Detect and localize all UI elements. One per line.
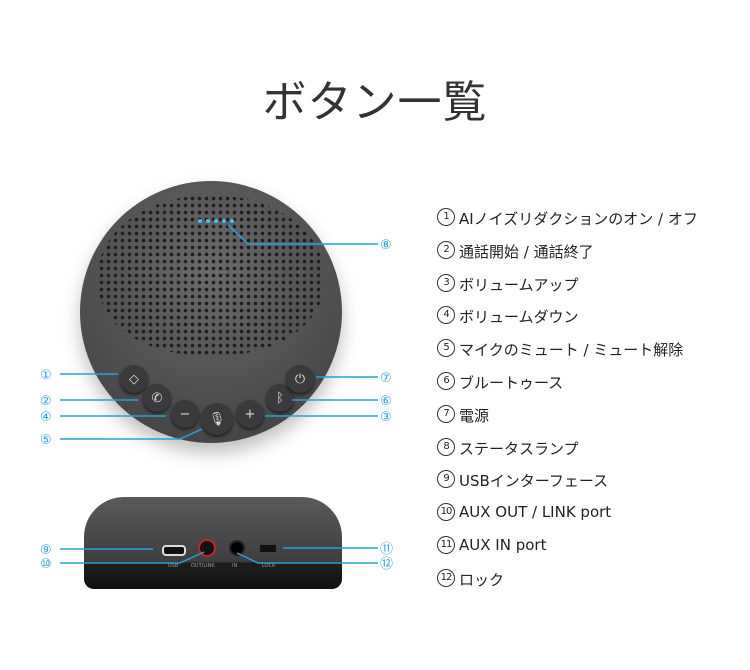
legend-number: 1 <box>437 208 455 226</box>
legend-label: AUX OUT / LINK port <box>459 503 612 522</box>
callout-2: ② <box>40 394 52 409</box>
plus-icon: + <box>244 406 256 422</box>
legend-label: 通話開始 / 通話終了 <box>459 242 594 261</box>
legend-number: 11 <box>437 535 455 554</box>
legend-label: マイクのミュート / ミュート解除 <box>459 341 684 360</box>
callout-11: ⑪ <box>380 542 393 557</box>
legend-label: ロック <box>459 570 505 589</box>
legend-number: 2 <box>437 240 455 259</box>
legend-label: ブルートゥース <box>459 373 564 392</box>
callout-3: ③ <box>380 410 392 425</box>
mute-button[interactable]: 🎙 <box>201 403 233 435</box>
page-title: ボタン一覧 <box>262 77 488 128</box>
legend-number: 12 <box>437 568 455 587</box>
callout-7: ⑦ <box>380 371 392 386</box>
lock-label: LOCK <box>262 563 276 569</box>
status-lamp-led <box>198 219 202 223</box>
legend-number: 7 <box>437 404 455 423</box>
usb-port <box>162 545 186 556</box>
diamond-icon: ◇ <box>129 371 139 387</box>
legend-label: ステータスランプ <box>459 439 579 458</box>
minus-icon: − <box>179 406 191 422</box>
volume-down-button[interactable]: − <box>171 400 199 428</box>
volume-up-button[interactable]: + <box>236 400 264 428</box>
lock-switch[interactable] <box>260 545 276 552</box>
legend-label: AUX IN port <box>459 535 547 554</box>
legend-number: 5 <box>437 339 455 358</box>
ai-noise-button[interactable]: ◇ <box>120 365 148 393</box>
callout-8: ⑧ <box>380 238 392 253</box>
callout-9: ⑨ <box>40 543 52 558</box>
aux-in-port <box>229 540 245 556</box>
callout-4: ④ <box>40 410 52 425</box>
legend-label: USBインターフェース <box>459 472 609 491</box>
callout-10: ⑩ <box>40 557 52 572</box>
status-lamp-led <box>206 219 210 223</box>
legend-number: 3 <box>437 273 455 292</box>
usb-label: USB <box>168 563 179 569</box>
callout-1: ① <box>40 368 52 383</box>
microphone-icon: 🎙 <box>208 411 226 427</box>
in-label: IN <box>232 563 238 569</box>
callout-12: ⑫ <box>380 557 393 572</box>
speaker-grille <box>98 195 324 355</box>
callout-5: ⑤ <box>40 433 52 448</box>
status-lamp-led <box>222 219 226 223</box>
legend-label: AIノイズリダクションのオン / オフ <box>459 210 698 228</box>
bluetooth-icon: ᛒ <box>276 390 284 406</box>
legend-label: ボリュームダウン <box>459 308 579 327</box>
callout-6: ⑥ <box>380 394 392 409</box>
legend-label: 電源 <box>459 406 490 425</box>
call-button[interactable]: ✆ <box>143 384 171 412</box>
power-button[interactable]: ⏻ <box>286 365 314 393</box>
status-lamp-led <box>214 219 218 223</box>
legend-number: 9 <box>437 470 455 489</box>
legend-label: ボリュームアップ <box>459 275 579 294</box>
legend-number: 4 <box>437 306 455 325</box>
speaker-top-view: ◇ ✆ − 🎙 + ᛒ ⏻ <box>80 181 342 443</box>
speaker-side-view: USB OUT/LINK IN LOCK <box>84 497 342 589</box>
power-icon: ⏻ <box>294 371 306 387</box>
legend-number: 6 <box>437 371 455 390</box>
out-link-label: OUT/LINK <box>191 563 215 569</box>
status-lamp-led <box>230 219 234 223</box>
legend-number: 10 <box>437 503 455 522</box>
legend-number: 8 <box>437 437 455 456</box>
phone-icon: ✆ <box>151 390 163 406</box>
